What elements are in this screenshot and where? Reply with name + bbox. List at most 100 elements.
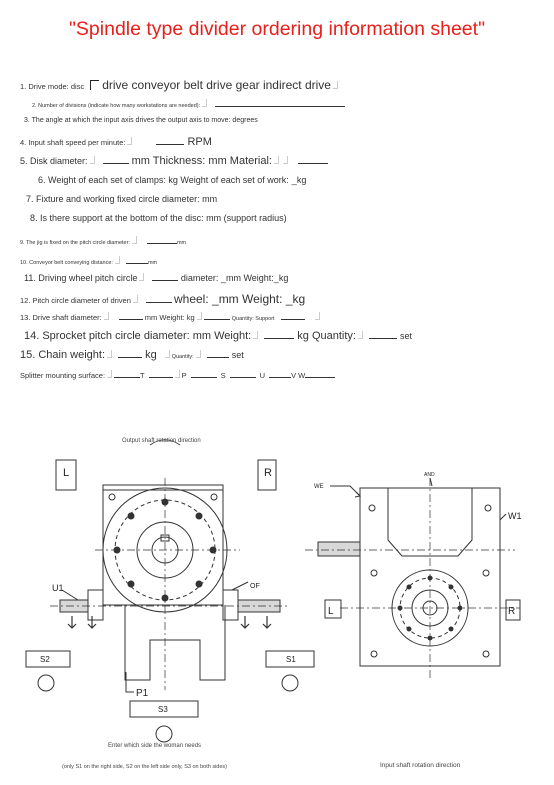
sprocket-qty: kg Quantity: (297, 330, 356, 342)
tick-mark-icon (253, 331, 259, 339)
disk-thickness-label: mm Thickness: mm Material: (131, 155, 272, 167)
mount-label: Splitter mounting surface: (20, 371, 106, 380)
side-left-box (324, 599, 342, 619)
label-of: OF (250, 583, 260, 590)
tick-mark-icon (202, 99, 208, 107)
drive-mode-label: 1. Drive mode: disc (20, 82, 85, 91)
mount-s-field[interactable] (190, 377, 217, 378)
driving-wheel-field[interactable] (152, 280, 179, 281)
driving-wheel-label: 11. Driving wheel pitch circle (24, 273, 138, 283)
driving-wheel-mm: mm Weight: (225, 273, 274, 283)
s3-check-circle[interactable] (155, 725, 173, 743)
driven-line: 12. Pitch circle diameter of driven whee… (20, 292, 306, 306)
chain-qty: Quantity: (171, 354, 194, 360)
label-r2: R (508, 606, 515, 617)
support-line: 8. Is there support at the bottom of the… (30, 213, 287, 223)
driven-mm: mm Weight: (218, 292, 283, 306)
disk-diameter-field[interactable] (102, 163, 129, 164)
jig-field[interactable] (146, 243, 177, 244)
checkbox-icon[interactable] (90, 80, 100, 90)
jig-line: 9. The jig is fixed on the pitch circle … (20, 236, 186, 246)
conveyor-field[interactable] (125, 263, 148, 264)
label-s3: S3 (158, 705, 168, 714)
left-side-box (55, 459, 77, 491)
driven-field[interactable] (145, 302, 172, 303)
label-and: AND (424, 472, 435, 478)
s2-check-circle[interactable] (37, 674, 55, 692)
tick-mark-icon (314, 312, 320, 320)
tick-mark-icon (127, 137, 133, 145)
mount-vw: V W (291, 371, 306, 380)
driven-unit: kg (292, 292, 306, 306)
conveyor-label: 10. Conveyor belt conveying distance: (20, 260, 113, 266)
tick-mark-icon (282, 156, 288, 164)
tick-mark-icon (107, 370, 113, 378)
clamp-line: 6. Weight of each set of clamps: kg Weig… (38, 175, 307, 185)
mount-v-field[interactable] (269, 377, 292, 378)
mount-u: U (259, 371, 266, 380)
chain-field[interactable] (118, 357, 142, 358)
driven-label: 12. Pitch circle diameter of driven (20, 296, 131, 305)
s3-box[interactable] (129, 700, 199, 718)
drive-shaft-field[interactable] (118, 319, 143, 320)
speed-unit: RPM (187, 136, 212, 148)
side-right-box (505, 599, 521, 621)
driven-mid: wheel: (173, 292, 209, 306)
divisions-line: 2. Number of divisions (indicate how man… (32, 99, 346, 109)
label-p1: P1 (136, 688, 149, 699)
angle-label: 3. The angle at which the input axis dri… (24, 117, 258, 124)
tick-mark-icon (195, 350, 201, 358)
side-view (305, 477, 521, 680)
sprocket-field[interactable] (264, 338, 295, 339)
conveyor-line: 10. Conveyor belt conveying distance: mm (20, 256, 157, 266)
jig-unit: mm (176, 240, 187, 246)
tick-mark-icon (103, 312, 109, 320)
chain-label: 15. Chain weight: (20, 349, 105, 361)
angle-line: 3. The angle at which the input axis dri… (24, 117, 258, 124)
s1-check-circle[interactable] (281, 674, 299, 692)
fixture-line: 7. Fixture and working fixed circle diam… (26, 194, 217, 204)
tick-mark-icon (357, 331, 363, 339)
label-w1: W1 (508, 511, 522, 521)
sprocket-qty-field[interactable] (368, 338, 397, 339)
chain-kg: kg (145, 349, 157, 361)
label-r: R (264, 467, 272, 479)
label-s1: S1 (286, 655, 296, 664)
label-s2: S2 (40, 655, 50, 664)
mount-p-field[interactable] (148, 377, 173, 378)
mount-w-field[interactable] (305, 377, 336, 378)
label-l2: L (328, 606, 334, 617)
tick-mark-icon (132, 295, 138, 303)
sprocket-label: 14. Sprocket pitch circle diameter: mm W… (24, 330, 252, 342)
driving-wheel-line: 11. Driving wheel pitch circle diameter:… (24, 273, 289, 283)
mount-u-field[interactable] (229, 377, 256, 378)
mount-t-field[interactable] (114, 377, 141, 378)
front-view (25, 439, 315, 743)
speed-field[interactable] (156, 144, 185, 145)
chain-qty-field[interactable] (206, 357, 229, 358)
tick-mark-icon (107, 350, 112, 358)
disk-material-field[interactable] (297, 163, 328, 164)
divisions-field[interactable] (215, 106, 346, 107)
jig-label: 9. The jig is fixed on the pitch circle … (20, 240, 130, 246)
drive-shaft-support-field[interactable] (280, 319, 305, 320)
s1-box[interactable] (265, 650, 315, 668)
input-rotation-caption: Input shaft rotation direction (380, 762, 461, 769)
drive-shaft-weight-field[interactable] (203, 319, 230, 320)
tick-mark-icon (114, 256, 120, 264)
driving-wheel-mid: diameter: (180, 273, 219, 283)
divisions-label: 2. Number of divisions (indicate how man… (32, 103, 201, 109)
fixture-label: 7. Fixture and working fixed circle diam… (26, 194, 218, 204)
sprocket-unit: set (400, 331, 413, 341)
drive-shaft-label: 13. Drive shaft diameter: (20, 313, 102, 322)
s2-box[interactable] (25, 650, 71, 668)
conveyor-unit: mm (147, 260, 158, 266)
disk-line: 5. Disk diameter: mm Thickness: mm Mater… (20, 155, 328, 167)
label-u1: U1 (52, 583, 64, 593)
tick-mark-icon (131, 236, 137, 244)
speed-line: 4. Input shaft speed per minute:RPM (20, 136, 212, 148)
clamp-weight-label: 6. Weight of each set of clamps: kg Weig… (38, 175, 289, 185)
